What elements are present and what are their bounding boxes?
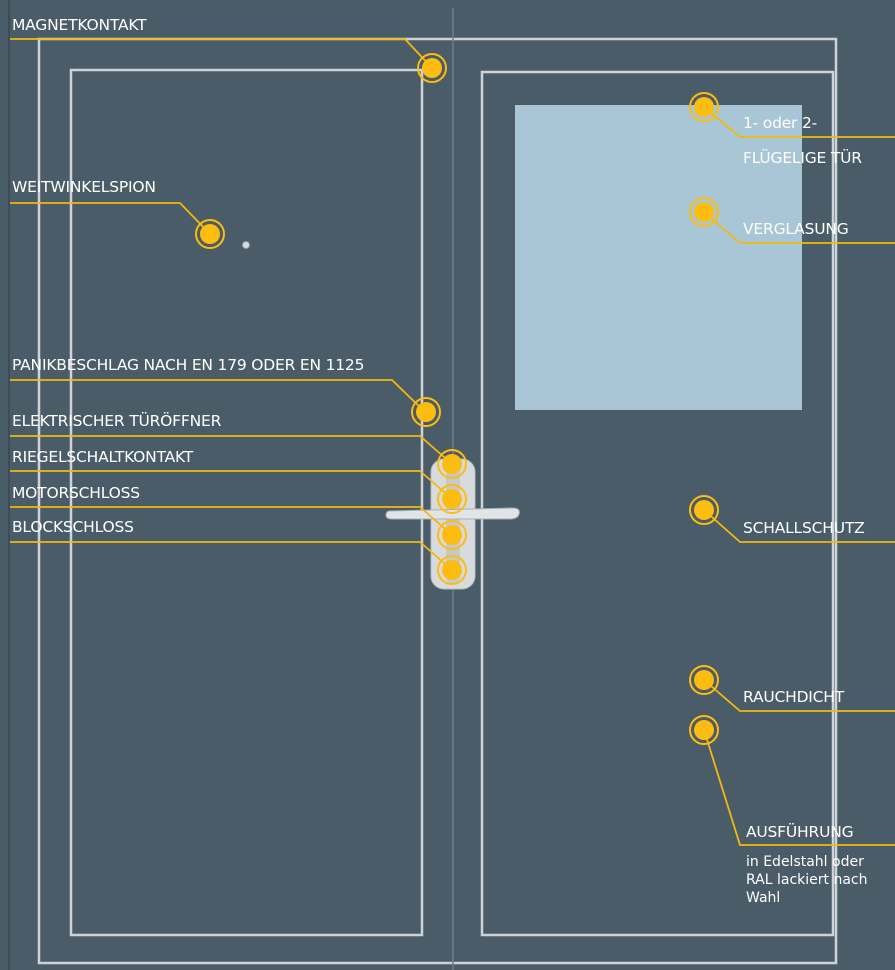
hotspot-dot-icon[interactable] — [689, 665, 719, 695]
hotspot-dot-icon[interactable] — [689, 92, 719, 122]
leader-rauchdicht — [703, 679, 895, 712]
label-panikbeschlag: PANIKBESCHLAG NACH EN 179 ODER EN 1125 — [12, 356, 365, 374]
label-riegelschaltkontakt: RIEGELSCHALTKONTAKT — [12, 448, 194, 466]
leader-fluegel — [703, 106, 895, 138]
hotspot-dot-icon[interactable] — [411, 397, 441, 427]
outer-frame — [37, 37, 838, 965]
glazing-window — [515, 105, 802, 410]
left-leaf-panel — [69, 68, 424, 937]
hotspot-dot-icon[interactable] — [437, 555, 467, 585]
right-leaf-panel — [480, 70, 835, 937]
hotspot-dot-icon[interactable] — [689, 197, 719, 227]
label-ausfuehrung-note: in Edelstahl oder RAL lackiert nach Wahl — [746, 854, 868, 906]
label-magnetkontakt: MAGNETKONTAKT — [12, 16, 147, 34]
hotspot-markers — [195, 53, 719, 745]
peephole — [242, 241, 250, 249]
label-fluegel-line2: FLÜGELIGE TÜR — [743, 149, 862, 167]
leader-schallschutz — [703, 509, 895, 543]
hotspot-dot-icon[interactable] — [195, 219, 225, 249]
label-motorschloss: MOTORSCHLOSS — [12, 484, 140, 502]
label-fluegel-line1: 1- oder 2- — [743, 114, 817, 132]
label-ausfuehrung: AUSFÜHRUNG — [746, 823, 854, 841]
hotspot-dot-icon[interactable] — [437, 520, 467, 550]
leader-verglasung — [703, 211, 895, 244]
hotspot-dot-icon[interactable] — [437, 484, 467, 514]
hotspot-dot-icon[interactable] — [437, 449, 467, 479]
label-rauchdicht: RAUCHDICHT — [743, 688, 845, 706]
hotspot-dot-icon[interactable] — [689, 495, 719, 525]
leader-panikbeschlag — [10, 379, 426, 413]
label-verglasung: VERGLASUNG — [743, 220, 849, 238]
leader-ausfuehrung — [703, 729, 895, 846]
hotspot-dot-icon[interactable] — [417, 53, 447, 83]
label-schallschutz: SCHALLSCHUTZ — [743, 519, 865, 537]
label-weitwinkelspion: WEITWINKELSPION — [12, 178, 156, 196]
hotspot-dot-icon[interactable] — [689, 715, 719, 745]
label-tueroeffner: ELEKTRISCHER TÜRÖFFNER — [12, 412, 222, 430]
label-blockschloss: BLOCKSCHLOSS — [12, 518, 134, 536]
